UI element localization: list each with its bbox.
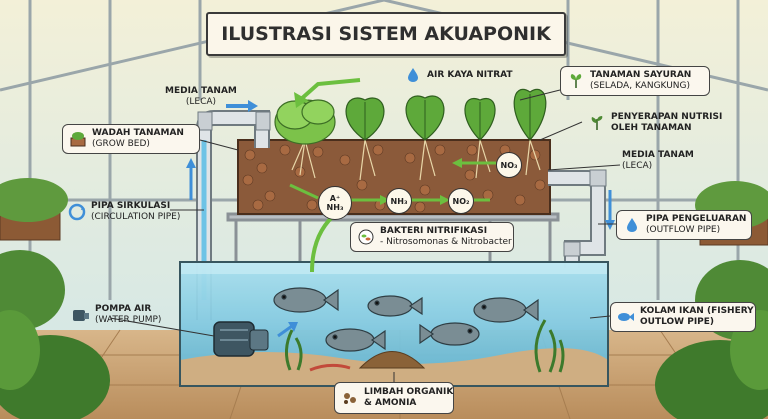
label-limbah-organik: LIMBAH ORGANIK & AMONIA [334,382,454,414]
fish-tank [179,261,609,387]
label-line2: (CIRCULATION PIPE) [91,212,181,222]
label-line2: (OUTFLOW PIPE) [646,225,721,235]
bacteria-icon [357,228,375,246]
chem-no3: NO₃ [496,152,522,178]
label-kolam-ikan: KOLAM IKAN (FISHERY OUTLOW PIPE) [610,302,756,332]
label-pipa-pengeluaran: PIPA PENGELUARAN (OUTFLOW PIPE) [616,210,752,240]
chem-top: A⁺ [329,194,341,203]
water-drop-icon [404,66,422,84]
label-line1: MEDIA TANAM [622,150,694,160]
label-bakteri-nitrifikasi: BAKTERI NITRIFIKASI - Nitrosomonas & Nit… [350,222,514,252]
label-penyerapan-nutrisi: PENYERAPAN NUTRISI OLEH TANAMAN [582,108,723,138]
label-pompa-air: POMPA AIR (WATER PUMP) [66,300,162,330]
label-line1: PIPA PENGELUARAN [646,214,747,224]
chem-nh3: NH₃ [386,188,412,214]
plant-pot-icon [69,130,87,148]
water-pump [213,321,269,357]
label-line2: OLEH TANAMAN [611,123,692,133]
label-line1: POMPA AIR [95,304,152,314]
label-line2: (LECA) [185,97,217,107]
label-air-kaya-nitrat: AIR KAYA NITRAT [398,64,519,86]
sprout-icon [567,72,585,90]
outflow-drop-icon [623,216,641,234]
label-line2: OUTLOW PIPE) [640,317,715,327]
label-line2: - Nitrosomonas & Nitrobacter [380,237,512,247]
label-line1: PENYERAPAN NUTRISI [611,112,723,122]
label-line1: LIMBAH ORGANIK [364,387,454,397]
label-pipa-sirkulasi: PIPA SIRKULASI (CIRCULATION PIPE) [62,198,180,226]
vegetable-plants [274,89,547,145]
label-line2: (LECA) [622,161,653,171]
label-text: AIR KAYA NITRAT [427,69,513,80]
label-line1: KOLAM IKAN (FISHERY [640,306,754,316]
chem-bottom: NH₃ [326,203,344,212]
left-side-plants [0,178,110,419]
page-title: ILUSTRASI SISTEM AKUAPONIK [206,12,566,56]
nutrient-leaf-icon [588,114,606,132]
chem-no2: NO₂ [448,188,474,214]
tilapia-fish [273,287,539,352]
fish-icon [617,308,635,326]
label-tanaman-sayuran: TANAMAN SAYURAN (SELADA, KANGKUNG) [560,66,710,96]
label-line2: (GROW BED) [92,139,150,149]
label-line1: BAKTERI NITRIFIKASI [380,226,488,236]
label-line1: TANAMAN SAYURAN [590,70,692,80]
label-media-tanam-right: MEDIA TANAM (LECA) [622,150,694,172]
label-line2: & AMONIA [364,398,417,408]
leader-lines [109,89,621,384]
label-line1: PIPA SIRKULASI [91,201,171,211]
label-line2: (SELADA, KANGKUNG) [590,81,691,91]
chem-a-nh3: A⁺ NH₃ [318,186,352,220]
label-media-tanam-left: MEDIA TANAM (LECA) [165,86,237,108]
waste-icon [341,389,359,407]
label-line2: (WATER PUMP) [95,315,162,325]
outflow-pipe [548,169,607,268]
circulation-icon [68,203,86,221]
label-line1: WADAH TANAMAN [92,128,184,138]
label-line1: MEDIA TANAM [165,86,237,96]
label-wadah-tanaman: WADAH TANAMAN (GROW BED) [62,124,200,154]
pump-icon [72,306,90,324]
